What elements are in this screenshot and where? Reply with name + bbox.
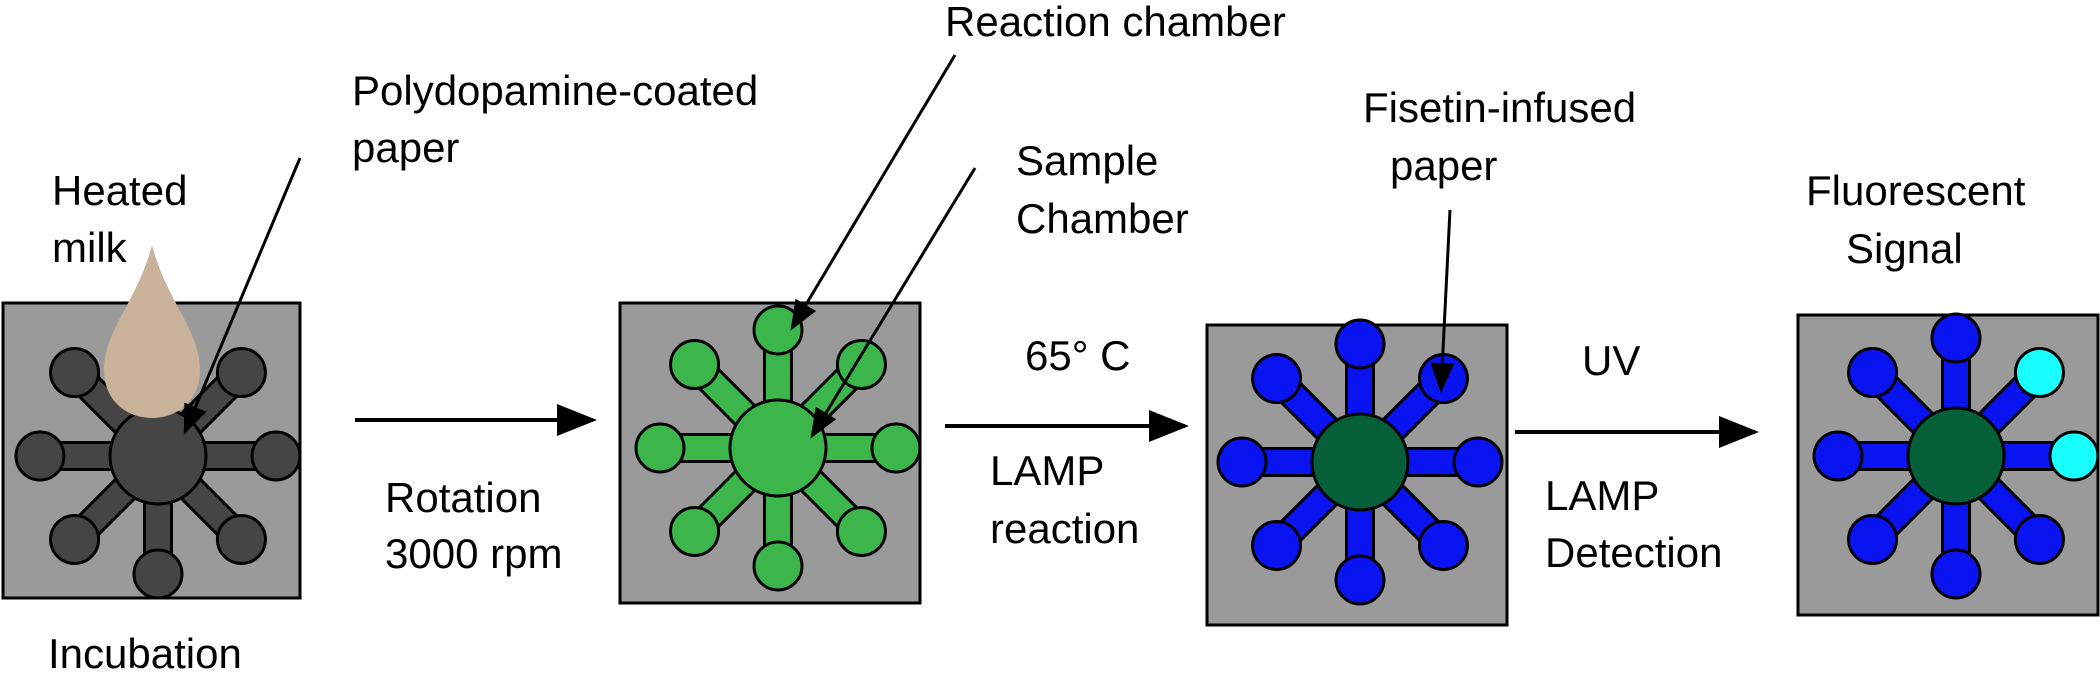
reaction-chamber xyxy=(669,339,721,391)
sample-chamber xyxy=(728,398,828,498)
reaction-chamber xyxy=(2013,513,2065,565)
reaction-chamber xyxy=(634,422,686,474)
reaction-chamber xyxy=(1216,436,1268,488)
sample-chamber xyxy=(1310,412,1410,512)
rotation-label: Rotation 3000 rpm xyxy=(385,474,562,577)
reaction-chamber-label: Reaction chamber xyxy=(945,0,1286,45)
fluorescent-signal-label: Fluorescent Signal xyxy=(1806,167,2037,272)
reaction-chamber xyxy=(49,347,101,399)
reaction-chamber xyxy=(752,304,804,356)
sample-chamber xyxy=(1906,406,2006,506)
reaction-chamber xyxy=(215,347,267,399)
fisetin-paper-label: Fisetin-infused paper xyxy=(1363,84,1648,189)
sample-chamber-label: Sample Chamber xyxy=(1016,137,1189,242)
heated-milk-label: Heated milk xyxy=(52,167,199,271)
chip-fluorescent-readout xyxy=(1796,312,2100,617)
reaction-chamber-leader-arrow xyxy=(790,54,957,331)
polydopamine-leader-arrow xyxy=(183,157,302,435)
reaction-chamber xyxy=(1930,548,1982,600)
reaction-chamber xyxy=(1251,353,1303,405)
reaction-chamber xyxy=(1452,436,1504,488)
lamp-detection-label: LAMP Detection xyxy=(1545,472,1722,576)
reaction-chamber xyxy=(2013,347,2065,399)
polydopamine-paper-label: Polydopamine-coated paper xyxy=(352,67,770,171)
incubation-label: Incubation xyxy=(48,630,242,673)
reaction-chamber xyxy=(49,513,101,565)
reaction-chamber xyxy=(1334,318,1386,370)
reaction-chamber xyxy=(1930,312,1982,364)
milk-drop-icon xyxy=(104,245,200,418)
reaction-chamber xyxy=(215,513,267,565)
reaction-chamber xyxy=(14,430,66,482)
sample-chamber xyxy=(108,406,208,506)
reaction-chamber xyxy=(1847,513,1899,565)
sample-chamber-leader-arrow xyxy=(810,167,977,439)
fisetin-leader-arrow xyxy=(1430,209,1455,393)
reaction-chamber xyxy=(1417,519,1469,571)
reaction-chamber xyxy=(870,422,922,474)
reaction-chamber xyxy=(132,548,184,600)
chip-lamp-reaction xyxy=(1205,318,1509,627)
lamp-reaction-label: LAMP reaction xyxy=(990,447,1139,552)
reaction-chamber xyxy=(2048,430,2100,482)
chip-rotation xyxy=(618,301,922,605)
reaction-chamber xyxy=(1251,519,1303,571)
reaction-chamber xyxy=(1812,430,1864,482)
temperature-label: 65° C xyxy=(1025,332,1131,379)
reaction-chamber xyxy=(669,505,721,557)
reaction-chamber xyxy=(752,540,804,592)
reaction-chamber xyxy=(1334,554,1386,606)
reaction-chamber xyxy=(1847,347,1899,399)
uv-label: UV xyxy=(1582,337,1640,384)
reaction-chamber xyxy=(835,505,887,557)
reaction-chamber xyxy=(250,430,302,482)
